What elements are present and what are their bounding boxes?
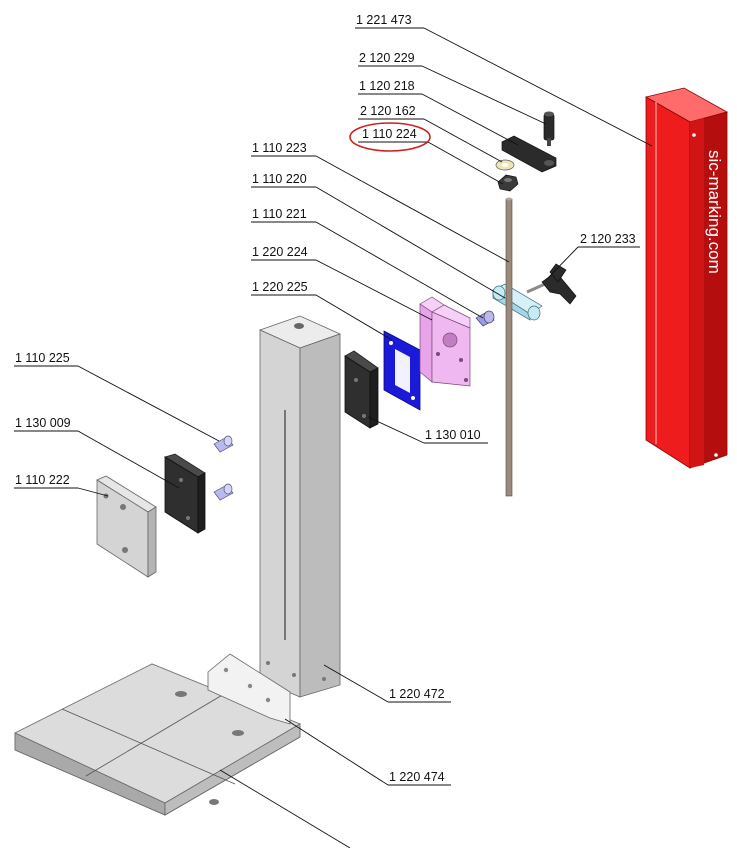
label-1130010: 1 130 010	[425, 428, 481, 442]
label-2120162: 2 120 162	[360, 104, 416, 118]
label-1220224: 1 220 224	[252, 245, 308, 259]
washer-2120162	[495, 159, 515, 171]
label-1110225: 1 110 225	[15, 351, 70, 365]
bushing-1110221	[475, 310, 495, 327]
label-1220225: 1 220 225	[252, 280, 308, 294]
protective-cover-1221473: sic-marking.com	[644, 87, 729, 469]
label-1130009: 1 130 009	[15, 416, 71, 430]
clamp-handle-2120233	[526, 263, 577, 305]
label-1110223: 1 110 223	[252, 141, 307, 155]
label-2120229: 2 120 229	[359, 51, 415, 65]
label-1120218: 1 120 218	[359, 79, 415, 93]
nut-1110224	[497, 174, 519, 192]
label-1221473: 1 221 473	[356, 13, 412, 27]
label-1110224: 1 110 224	[362, 127, 417, 141]
seal-1220225	[383, 330, 421, 411]
rod-1110223	[505, 197, 513, 497]
plate-1130009	[164, 453, 206, 534]
mounting-bracket	[207, 653, 291, 725]
label-1220474: 1 220 474	[389, 770, 445, 784]
pin-upper	[213, 435, 234, 453]
pin-lower	[213, 483, 234, 501]
lever-1120218	[501, 135, 557, 173]
label-1220472: 1 220 472	[389, 687, 445, 701]
plate-1110222	[96, 475, 157, 578]
plate-1220224	[419, 296, 471, 387]
label-1110222: 1 110 222	[15, 473, 70, 487]
label-1110220: 1 110 220	[252, 172, 307, 186]
leader-lines	[14, 27, 653, 848]
label-1110221: 1 110 221	[252, 207, 307, 221]
knob-2120229	[543, 111, 555, 146]
highlight-ellipse	[349, 122, 431, 152]
plate-1130010	[344, 350, 379, 429]
cover-brand-text: sic-marking.com	[705, 150, 724, 274]
column-profile	[258, 315, 342, 698]
part-labels: 1 221 473 2 120 229 1 120 218 2 120 162 …	[15, 13, 636, 784]
label-2120233: 2 120 233	[580, 232, 636, 246]
